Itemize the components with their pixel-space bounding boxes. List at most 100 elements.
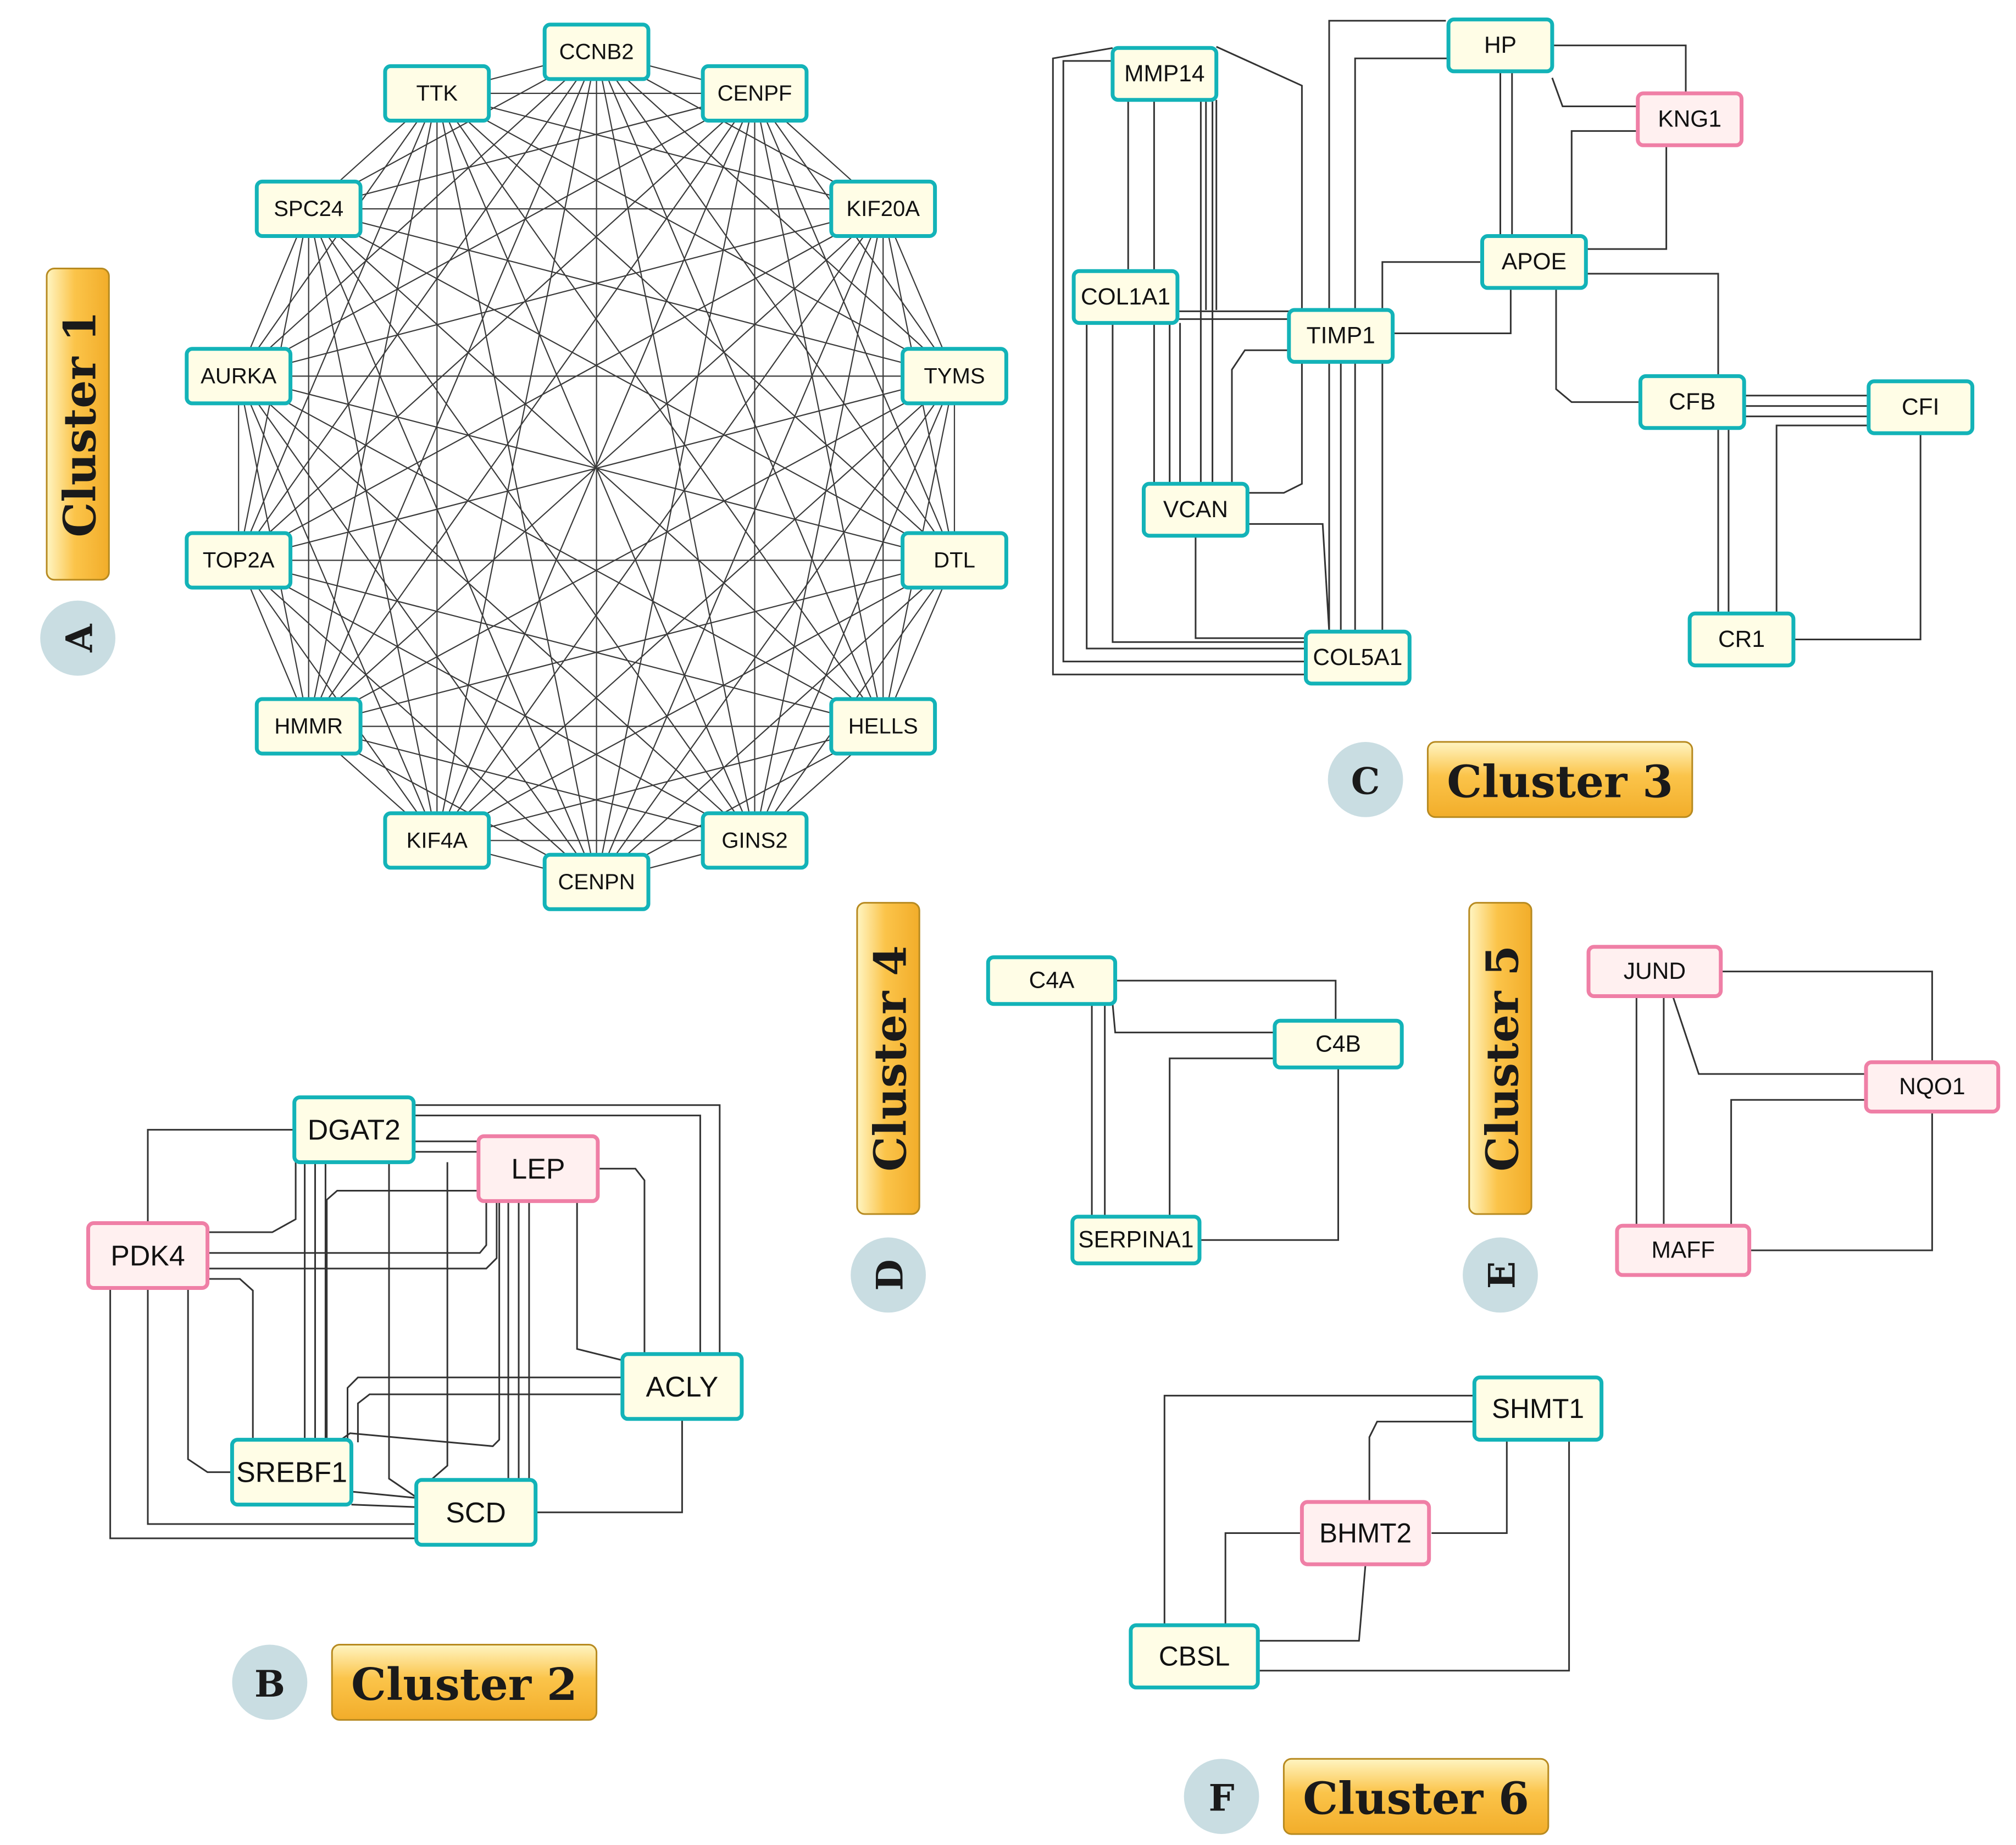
- node-label: TIMP1: [1307, 323, 1375, 349]
- node-label: NQO1: [1899, 1074, 1965, 1100]
- panel-letter-circle: [1463, 1237, 1538, 1313]
- node-label: C4A: [1029, 968, 1075, 994]
- node-box: [86, 1221, 210, 1290]
- panel-letter: F: [1209, 1777, 1235, 1820]
- node-jund: JUND: [1586, 945, 1723, 999]
- cluster-tag-f: Cluster 6: [1282, 1758, 1550, 1835]
- node-box: [1287, 308, 1395, 364]
- interaction-edge: [576, 1201, 629, 1363]
- node-label: PDK4: [110, 1240, 185, 1272]
- interaction-edge: [1112, 1004, 1275, 1034]
- interaction-edge: [1730, 1099, 1866, 1226]
- cluster-title: Cluster 3: [1447, 756, 1673, 807]
- interaction-edge: [147, 1129, 296, 1226]
- cluster-tags: Cluster 1 A Cluster 2 B Cluster 3 C Cluster 4 D…: [40, 268, 1693, 1835]
- interaction-edge: [351, 1491, 418, 1499]
- panel-letter: A: [58, 623, 101, 653]
- cluster-tag-box: [856, 902, 920, 1215]
- cluster-title: Cluster 1: [54, 311, 106, 538]
- node-label: CENPF: [718, 81, 792, 106]
- node-box: [414, 1478, 538, 1547]
- node-box: [1110, 46, 1219, 102]
- node-box: [829, 179, 937, 238]
- node-hp: HP: [1446, 17, 1554, 74]
- panel-letter-circle: [1184, 1759, 1259, 1835]
- node-label: APOE: [1502, 249, 1567, 275]
- node-box: [230, 1438, 353, 1507]
- node-cfb: CFB: [1638, 374, 1746, 430]
- node-maff: MAFF: [1615, 1223, 1752, 1277]
- node-label: TTK: [416, 81, 458, 106]
- cluster-1-interaction-lines: [238, 51, 956, 883]
- node-box: [1867, 379, 1975, 435]
- interaction-edge: [388, 1162, 418, 1499]
- node-kng1: KNG1: [1636, 91, 1743, 147]
- node-label: SHMT1: [1492, 1393, 1584, 1424]
- panel-letter-circle: [1328, 742, 1403, 817]
- node-label: SCD: [446, 1497, 506, 1528]
- interaction-edge: [1354, 57, 1450, 632]
- cluster-tag-box: [46, 268, 110, 581]
- node-box: [1273, 1018, 1404, 1070]
- node-hmmr: HMMR: [254, 697, 363, 756]
- panel-letter-f: F: [1184, 1759, 1259, 1835]
- panel-letter-c: C: [1328, 742, 1403, 817]
- node-box: [901, 347, 1008, 406]
- interaction-edge: [1163, 1394, 1475, 1626]
- interaction-edge: [1555, 287, 1641, 403]
- panel-letter: B: [254, 1663, 285, 1705]
- interaction-edge: [1431, 1439, 1508, 1534]
- node-label: CFB: [1669, 389, 1715, 415]
- node-label: JUND: [1624, 958, 1686, 984]
- interaction-edge: [187, 1288, 234, 1473]
- interaction-edge: [207, 1278, 254, 1440]
- node-box: [185, 347, 293, 406]
- interaction-edge: [1586, 273, 1719, 376]
- node-vcan: VCAN: [1142, 481, 1249, 538]
- interaction-edge: [1671, 996, 1866, 1075]
- node-label: MAFF: [1651, 1238, 1715, 1264]
- interaction-edge: [1115, 979, 1337, 1020]
- interaction-edge: [1169, 1057, 1275, 1217]
- node-apoe: APOE: [1480, 234, 1588, 290]
- node-shmt1: SHMT1: [1472, 1375, 1604, 1442]
- node-label: TYMS: [924, 364, 985, 388]
- node-label: CCNB2: [559, 40, 634, 64]
- node-label: CFI: [1902, 395, 1939, 420]
- node-label: SREBF1: [236, 1456, 347, 1488]
- cluster-tag-e: Cluster 5: [1468, 902, 1532, 1215]
- interaction-edge: [1749, 1111, 1933, 1251]
- node-box: [254, 179, 363, 238]
- cluster-title: Cluster 6: [1303, 1773, 1529, 1825]
- node-box: [1864, 1060, 2001, 1114]
- panel-letter-b: B: [232, 1644, 308, 1720]
- node-box: [1129, 1623, 1260, 1689]
- cluster-1-edges: [238, 51, 956, 883]
- cluster-title: Cluster 2: [351, 1659, 577, 1710]
- node-box: [701, 64, 809, 123]
- node-label: HMMR: [274, 714, 343, 739]
- interaction-edge: [1216, 46, 1303, 310]
- interaction-edge: [1552, 45, 1687, 93]
- node-box: [1071, 269, 1180, 325]
- node-timp1: TIMP1: [1287, 308, 1395, 364]
- interaction-edge: [1062, 60, 1307, 663]
- node-kif4a: KIF4A: [383, 811, 491, 870]
- node-ttk: TTK: [383, 64, 491, 123]
- network-nodes: CCNB2CENPFKIF20ATYMSDTLHELLSGINS2CENPNKI…: [86, 17, 2001, 1689]
- node-top2a: TOP2A: [185, 531, 293, 590]
- node-srebf1: SREBF1: [230, 1438, 353, 1507]
- interaction-edge: [207, 1201, 487, 1254]
- node-box: [620, 1352, 744, 1421]
- interaction-edge: [109, 1284, 418, 1539]
- node-dgat2: DGAT2: [292, 1095, 416, 1165]
- cluster-tag-box: [1282, 1758, 1550, 1835]
- panel-letter-circle: [40, 600, 115, 676]
- interaction-edge: [1381, 261, 1482, 632]
- node-label: TOP2A: [203, 548, 275, 573]
- interaction-edge: [1258, 1439, 1570, 1672]
- cluster-tag-d: Cluster 4: [856, 902, 920, 1215]
- node-c4a: C4A: [986, 955, 1118, 1006]
- interaction-edge: [351, 1504, 418, 1508]
